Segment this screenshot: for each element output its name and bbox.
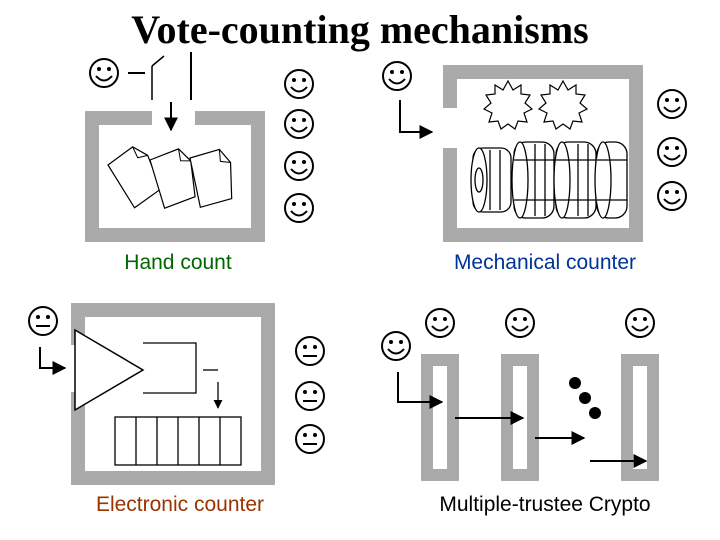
neutral-face-icon	[295, 424, 325, 454]
hand-count-caption: Hand count	[124, 251, 232, 274]
machine-wall	[71, 303, 275, 485]
smiley-face-icon	[657, 89, 687, 119]
neutral-face-icon	[28, 306, 58, 336]
memory-register	[114, 416, 242, 466]
ballot-dot	[579, 392, 591, 404]
smiley-face-icon	[425, 308, 455, 338]
smiley-face-icon	[657, 181, 687, 211]
voter-arrow	[39, 347, 67, 375]
mechanical-counter-caption: Mechanical counter	[453, 251, 637, 274]
ballot-dot	[569, 377, 581, 389]
machine-wall	[443, 65, 643, 242]
gear-icon	[483, 80, 533, 130]
smiley-face-icon	[284, 69, 314, 99]
smiley-face-icon	[284, 151, 314, 181]
ballot-box-wall	[85, 111, 265, 242]
smiley-face-icon	[657, 137, 687, 167]
multiple-trustee-crypto-panel	[381, 308, 659, 481]
neutral-face-icon	[295, 336, 325, 366]
smiley-face-icon	[382, 61, 412, 91]
smiley-face-icon	[625, 308, 655, 338]
hand-count-panel	[85, 52, 314, 242]
smiley-face-icon	[284, 109, 314, 139]
paper-ballot-icon	[148, 146, 199, 210]
electronic-counter-panel	[28, 303, 325, 485]
page-title: Vote-counting mechanisms	[131, 7, 589, 52]
smiley-face-icon	[89, 58, 119, 88]
ballot-dot	[589, 407, 601, 419]
mechanical-counter-panel	[382, 61, 687, 242]
processor-shape	[74, 328, 145, 412]
paper-ballot-icon	[188, 147, 235, 209]
smiley-face-icon	[505, 308, 535, 338]
gear-icon	[538, 80, 588, 130]
voter-arrow	[399, 100, 434, 139]
smiley-face-icon	[381, 331, 411, 361]
counter-wheels	[470, 141, 628, 219]
electronic-counter-caption: Electronic counter	[95, 493, 265, 516]
voter-arrow	[397, 372, 444, 409]
neutral-face-icon	[295, 381, 325, 411]
smiley-face-icon	[284, 193, 314, 223]
multiple-trustee-crypto-caption: Multiple-trustee Crypto	[439, 493, 651, 516]
